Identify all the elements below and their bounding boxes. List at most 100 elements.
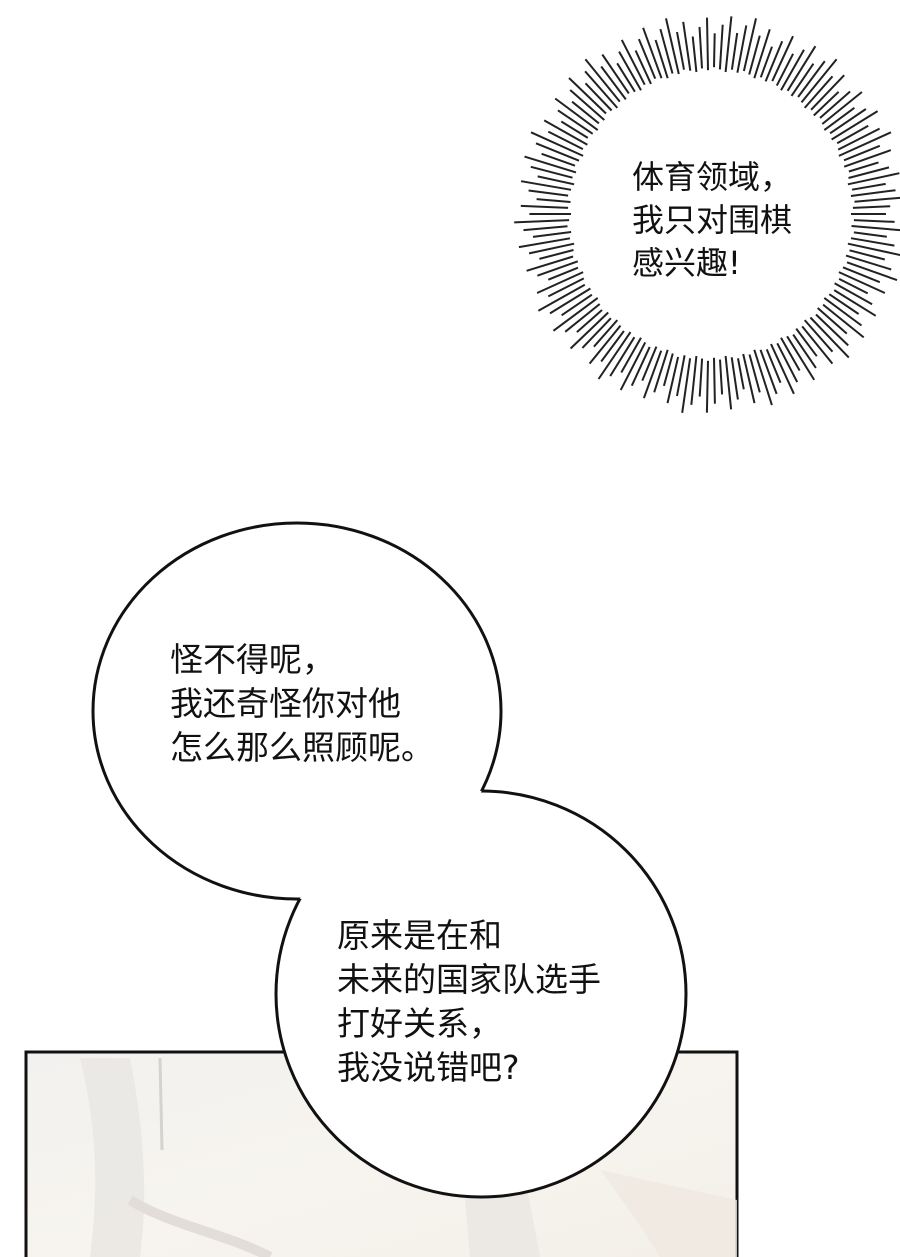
burst-ray bbox=[775, 53, 794, 87]
burst-ray bbox=[849, 249, 886, 261]
burst-ray bbox=[576, 309, 603, 333]
burst-ray bbox=[514, 219, 570, 224]
burst-ray bbox=[817, 307, 848, 335]
burst-bubble-text: 体育领域， 我只对围棋 感兴趣! bbox=[632, 156, 792, 285]
burst-ray bbox=[600, 330, 625, 363]
burst-ray bbox=[854, 196, 900, 203]
speech-top-line-3: 怎么那么照顾呢。 bbox=[170, 728, 434, 767]
burst-ray bbox=[523, 225, 568, 232]
burst-ray bbox=[706, 17, 709, 71]
burst-ray bbox=[753, 28, 771, 79]
burst-ray bbox=[790, 63, 815, 97]
burst-ray bbox=[518, 237, 571, 249]
burst-ray bbox=[737, 358, 745, 390]
scene-strand bbox=[158, 1057, 164, 1151]
burst-ray bbox=[619, 341, 647, 391]
burst-ray bbox=[742, 18, 757, 72]
burst-ray bbox=[809, 316, 850, 359]
burst-ray bbox=[803, 319, 834, 353]
burst-ray bbox=[630, 346, 651, 387]
burst-ray bbox=[537, 283, 586, 312]
burst-ray bbox=[853, 219, 895, 223]
burst-ray bbox=[813, 91, 840, 117]
burst-ray bbox=[676, 31, 685, 70]
burst-rays bbox=[514, 16, 900, 413]
burst-ray bbox=[823, 106, 855, 131]
burst-ray bbox=[653, 349, 669, 393]
speech-bubble-top bbox=[93, 523, 501, 899]
burst-ray bbox=[828, 293, 860, 315]
burst-line-3: 感兴趣! bbox=[632, 244, 741, 282]
burst-ray bbox=[848, 161, 879, 173]
burst-ray bbox=[770, 343, 795, 395]
burst-ray bbox=[520, 180, 572, 191]
burst-ray bbox=[850, 189, 896, 197]
burst-ray bbox=[620, 337, 642, 373]
burst-ray bbox=[771, 35, 794, 82]
burst-ray bbox=[847, 242, 900, 256]
speech-top-line-1: 怪不得呢， bbox=[170, 640, 335, 679]
burst-ray bbox=[642, 350, 663, 399]
burst-ray bbox=[736, 25, 748, 73]
burst-ray bbox=[831, 110, 879, 141]
speech-bubble-top-text: 怪不得呢， 我还奇怪你对他 怎么那么照顾呢。 bbox=[170, 638, 434, 770]
burst-ray bbox=[584, 82, 613, 112]
burst-ray bbox=[837, 127, 881, 151]
burst-ray bbox=[742, 353, 756, 404]
burst-ray bbox=[581, 317, 612, 349]
burst-ray bbox=[718, 24, 724, 70]
scene-curve bbox=[127, 1195, 273, 1257]
burst-ray bbox=[713, 357, 716, 404]
burst-ray bbox=[641, 346, 658, 381]
burst-ray bbox=[601, 53, 630, 94]
burst-ray bbox=[819, 90, 851, 119]
burst-ray bbox=[588, 324, 622, 365]
burst-ray bbox=[850, 237, 895, 247]
burst-ray bbox=[836, 124, 869, 145]
burst-ray bbox=[549, 287, 591, 315]
burst-ray bbox=[780, 49, 805, 91]
burst-ray bbox=[797, 60, 826, 98]
burst-ray bbox=[724, 16, 733, 73]
burst-ray bbox=[530, 131, 584, 157]
speech-bottom-line-3: 打好关系， bbox=[337, 1004, 502, 1043]
burst-ray bbox=[792, 334, 817, 369]
scene-fabric-left bbox=[80, 1058, 145, 1257]
burst-ray bbox=[634, 50, 652, 85]
burst-ray bbox=[698, 26, 703, 69]
burst-ray bbox=[800, 58, 838, 104]
burst-ray bbox=[528, 189, 569, 197]
burst-ray bbox=[822, 303, 865, 339]
burst-ray bbox=[539, 249, 574, 260]
burst-ray bbox=[815, 313, 849, 347]
burst-ray bbox=[568, 77, 607, 115]
burst-ray bbox=[705, 360, 709, 413]
burst-ray bbox=[843, 144, 881, 162]
burst-ray bbox=[528, 242, 575, 255]
burst-ray bbox=[536, 271, 584, 294]
burst-ray bbox=[681, 358, 692, 413]
burst-ray bbox=[659, 28, 674, 74]
burst-ray bbox=[537, 260, 579, 277]
burst-ray bbox=[848, 166, 890, 179]
burst-ray bbox=[838, 131, 892, 157]
burst-ray bbox=[569, 89, 605, 121]
burst-ray bbox=[597, 331, 632, 380]
burst-ray bbox=[803, 75, 834, 109]
burst-ray bbox=[765, 349, 782, 384]
burst-ray bbox=[642, 27, 663, 79]
burst-ray bbox=[543, 119, 588, 146]
burst-ray bbox=[823, 297, 863, 327]
burst-ray bbox=[554, 97, 599, 131]
burst-ray bbox=[618, 51, 642, 91]
burst-ray bbox=[834, 282, 873, 306]
speech-bottom-line-4: 我没说错吧? bbox=[337, 1048, 520, 1087]
scene-fabric-right bbox=[600, 1170, 737, 1257]
burst-ray bbox=[520, 204, 569, 209]
burst-ray bbox=[780, 337, 801, 371]
burst-ray bbox=[846, 261, 898, 282]
burst-ray bbox=[843, 149, 892, 168]
burst-ray bbox=[560, 120, 589, 139]
speech-bubble-top-outline bbox=[91, 521, 503, 901]
burst-ray bbox=[571, 100, 600, 125]
